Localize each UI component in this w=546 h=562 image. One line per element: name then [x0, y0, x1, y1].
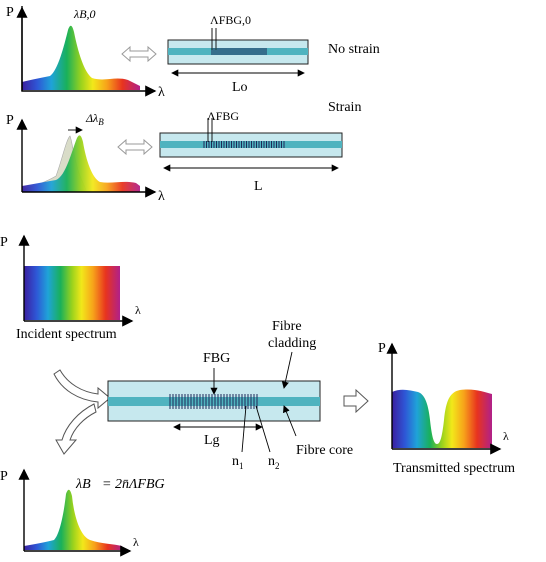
- bragg-equation-lhs: λB: [75, 477, 91, 492]
- lambda-axis-label: λ: [503, 429, 509, 443]
- state-label-strain: Strain: [328, 100, 361, 115]
- state-label-no-strain: No strain: [328, 42, 380, 57]
- core-label: Fibre core: [296, 443, 353, 458]
- fibre-core: [108, 397, 320, 406]
- panel-no-strain: P λ λB,0 ΛFBG,0 Lo No strain: [6, 5, 380, 100]
- curved-arrow-icon: [55, 403, 97, 455]
- panel-reflected: P λ λB = 2n̄ΛFBG: [0, 468, 165, 557]
- cladding-label-line2: cladding: [268, 336, 316, 351]
- lambda-axis-label: λ: [133, 535, 139, 549]
- panel-fibre: FBG Fibre cladding Fibre core Lg n1 n2: [53, 319, 369, 471]
- double-arrow-icon: [121, 45, 157, 63]
- reflected-spectrum: [24, 489, 122, 550]
- incident-caption: Incident spectrum: [16, 327, 117, 342]
- p-axis-label: P: [6, 113, 14, 128]
- double-arrow-icon: [117, 138, 153, 156]
- spectrum-peak-no-strain: [22, 25, 140, 90]
- lambda-axis-label: λ: [158, 189, 165, 204]
- n2-label: n2: [268, 454, 280, 471]
- n1-label: n1: [232, 454, 244, 471]
- period-label-strain: ΛFBG: [207, 109, 239, 123]
- fbg-grating: [169, 394, 258, 409]
- cladding-label-line1: Fibre: [272, 319, 302, 334]
- p-axis-label: P: [0, 235, 8, 250]
- p-axis-label: P: [0, 469, 8, 484]
- transmitted-caption: Transmitted spectrum: [393, 461, 515, 476]
- p-axis-label: P: [378, 341, 386, 356]
- lambda-axis-label: λ: [135, 303, 141, 317]
- grating-length-label: Lg: [204, 433, 220, 448]
- incident-spectrum-block: [24, 266, 120, 320]
- panel-incident: P λ Incident spectrum: [0, 234, 141, 342]
- panel-transmitted: P λ Transmitted spectrum: [378, 341, 515, 476]
- curved-arrow-icon: [53, 369, 111, 410]
- spectrum-peak-strain: [22, 135, 140, 192]
- transmitted-spectrum: [392, 389, 492, 448]
- length-label-no-strain: Lo: [232, 80, 248, 95]
- grating-no-strain: [211, 48, 267, 55]
- bragg-equation-rhs: = 2n̄ΛFBG: [102, 477, 165, 492]
- lambda-axis-label: λ: [158, 85, 165, 100]
- right-arrow-icon: [343, 388, 369, 414]
- period-label-no-strain: ΛFBG,0: [210, 13, 251, 27]
- grating-strain: [203, 141, 285, 148]
- length-label-strain: L: [254, 179, 263, 194]
- p-axis-label: P: [6, 5, 14, 20]
- shift-label: ΔλB: [85, 111, 104, 127]
- peak-label-no-strain: λB,0: [73, 7, 96, 21]
- fbg-label: FBG: [203, 351, 230, 366]
- panel-strain: P λ ΔλB ΛFBG L Strain: [6, 100, 361, 204]
